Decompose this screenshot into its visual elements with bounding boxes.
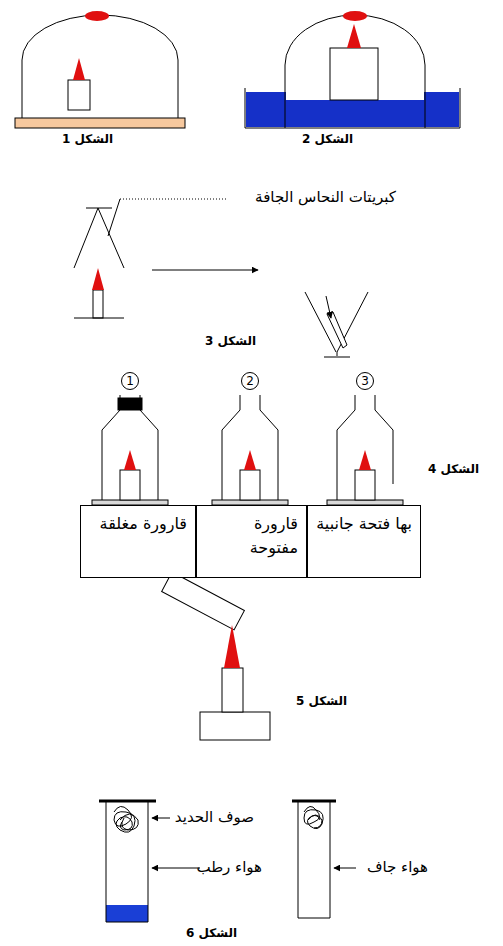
box-text: قارورة مفتوحة xyxy=(250,514,298,557)
caption-box: قارورة مغلقة xyxy=(80,505,196,578)
figure-4 xyxy=(92,395,403,505)
part-label: صوف الحديد xyxy=(175,808,254,826)
part-label: هواء جاف xyxy=(367,858,428,876)
figure-3 xyxy=(74,199,368,357)
figure-number: الشكل 5 xyxy=(296,694,347,708)
callout-number: 2 xyxy=(241,372,259,390)
callout-number: 1 xyxy=(121,372,139,390)
figure-number: الشكل 2 xyxy=(302,132,353,146)
figure-2 xyxy=(245,11,460,128)
part-label: هواء رطب xyxy=(196,858,262,876)
figure-number: الشكل 1 xyxy=(62,132,113,146)
caption-box: قارورة مفتوحة xyxy=(196,505,307,578)
callout-text: 3 xyxy=(361,374,369,388)
figure-5 xyxy=(162,572,270,740)
caption-box: بها فتحة جانبية xyxy=(307,505,421,578)
callout-number: 3 xyxy=(356,372,374,390)
box-text: قارورة مغلقة xyxy=(100,514,187,533)
callout-text: 1 xyxy=(126,374,134,388)
figure-6 xyxy=(99,801,356,922)
figure-number: الشكل 6 xyxy=(186,926,237,940)
figure-number: الشكل 3 xyxy=(205,334,256,348)
box-text: بها فتحة جانبية xyxy=(316,514,412,533)
figure-1 xyxy=(15,11,185,128)
callout-text: 2 xyxy=(246,374,254,388)
figure-number: الشكل 4 xyxy=(428,462,479,476)
part-label: كبريتات النحاس الجافة xyxy=(255,188,396,206)
